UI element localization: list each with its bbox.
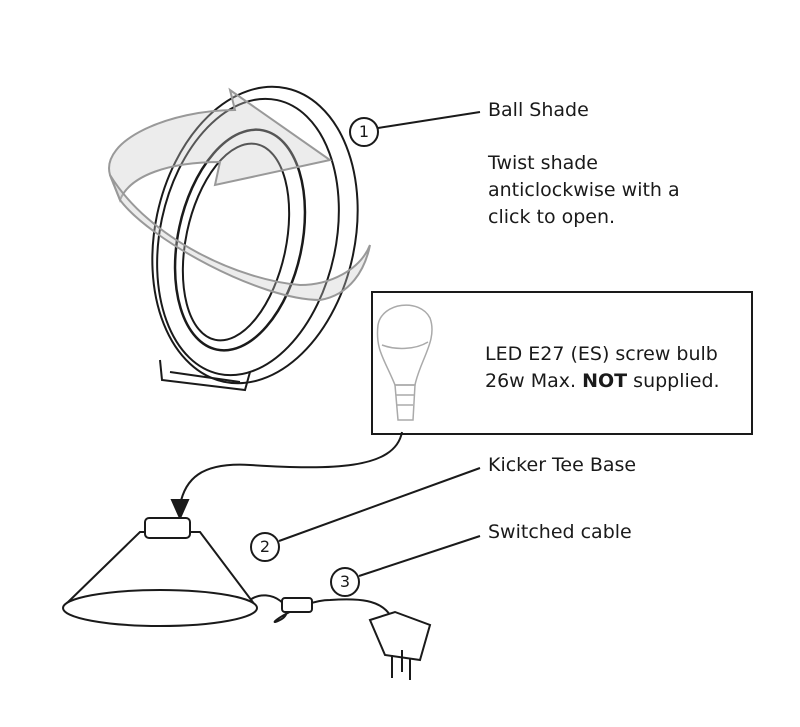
leader-line-3 [358, 535, 481, 577]
plug-icon [368, 610, 432, 662]
connection-arrow [179, 431, 403, 506]
twist-note-line-3: click to open. [488, 206, 616, 228]
twist-note-line-1: Twist shade [488, 152, 599, 174]
switched-cable-illustration [249, 594, 432, 680]
callout-number-3: 3 [339, 572, 351, 591]
bulb-note-line-2: 26w Max. NOT supplied. [485, 368, 720, 395]
twist-arrow-icon [108, 87, 371, 302]
callout-number-2: 2 [259, 537, 271, 556]
bulb-note-emphasis: NOT [582, 370, 628, 392]
bulb-note-line-1: LED E27 (ES) screw bulb [485, 343, 718, 365]
callout-circle-2 [250, 532, 280, 562]
callout-number-1: 1 [358, 122, 370, 141]
inline-switch-icon [281, 597, 313, 613]
bulb-note-text: 26w Max. [485, 370, 583, 392]
ball-shade-illustration [151, 85, 359, 392]
twist-note-line-2: anticlockwise with a [488, 179, 680, 201]
kicker-tee-base-illustration [62, 517, 258, 627]
bulb-info-box [371, 291, 753, 435]
arrowhead-icon [170, 499, 190, 521]
label-ball-shade: Ball Shade [488, 99, 589, 121]
led-bulb-icon [376, 304, 433, 421]
leader-line-2 [278, 467, 481, 542]
label-kicker-tee-base: Kicker Tee Base [488, 454, 637, 476]
callout-circle-1 [349, 117, 379, 147]
leader-line-1 [377, 111, 481, 129]
label-switched-cable: Switched cable [488, 521, 632, 543]
bulb-note-text: supplied. [627, 370, 720, 392]
callout-circle-3 [330, 567, 360, 597]
